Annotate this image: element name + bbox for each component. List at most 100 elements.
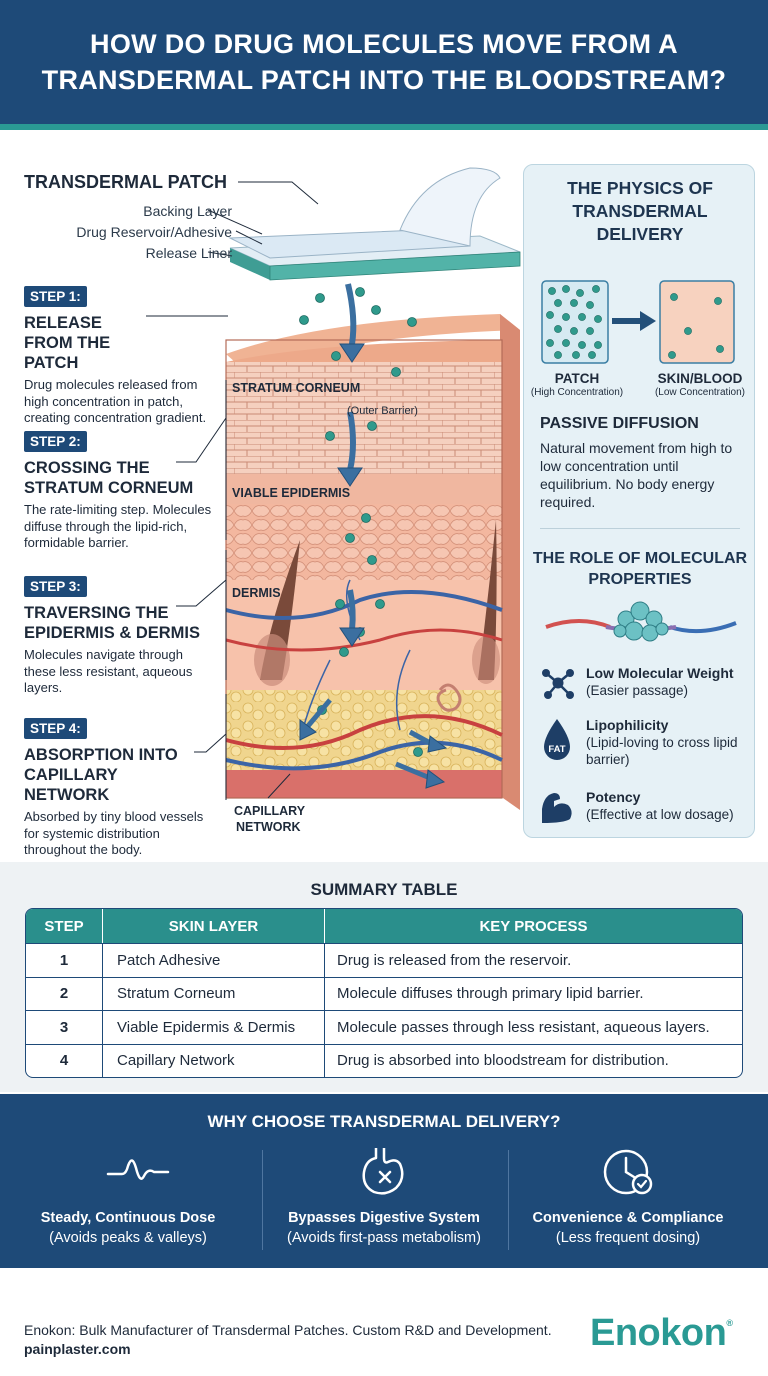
- benefit-steady-dose: Steady, Continuous Dose (Avoids peaks & …: [0, 1146, 256, 1256]
- pulse-wave-icon: [106, 1159, 170, 1180]
- cell-skin-layer: Patch Adhesive: [103, 944, 325, 977]
- benefit-title: Steady, Continuous Dose: [40, 1210, 216, 1226]
- property-potency: Potency (Effective at low dosage): [586, 789, 734, 823]
- footer-tagline: Enokon: Bulk Manufacturer of Transdermal…: [24, 1322, 552, 1338]
- benefit-divider: [508, 1150, 509, 1250]
- brand-logo: Enokon®: [590, 1312, 733, 1355]
- cell-step: 1: [26, 944, 103, 977]
- step-badge: STEP 3:: [24, 576, 87, 597]
- step-2: STEP 2: CROSSING THE STRATUM CORNEUM The…: [24, 431, 224, 552]
- label-dermis: DERMIS: [232, 586, 281, 600]
- cell-step: 4: [26, 1044, 103, 1077]
- column-header-step: STEP: [26, 909, 103, 943]
- registered-mark: ®: [726, 1318, 733, 1328]
- muscle-arm-icon: [542, 793, 572, 823]
- clock-check-icon: [603, 1149, 653, 1195]
- benefit-divider: [262, 1150, 263, 1250]
- property-name: Lipophilicity: [586, 717, 669, 733]
- leader-lines: [146, 181, 319, 800]
- cell-step: 3: [26, 1011, 103, 1044]
- summary-table: STEP SKIN LAYER KEY PROCESS 1 Patch Adhe…: [25, 908, 743, 1078]
- step-title: RELEASE FROM THE PATCH: [24, 314, 111, 372]
- molecular-properties-title: THE ROLE OF MOLECULAR PROPERTIES: [532, 550, 748, 588]
- patch-concentration-caption: PATCH (High Concentration): [526, 371, 628, 398]
- step-description: Molecules navigate through these less re…: [24, 647, 193, 695]
- passive-diffusion-text: Natural movement from high to low concen…: [540, 440, 733, 510]
- page-title: HOW DO DRUG MOLECULES MOVE FROM A TRANSD…: [41, 29, 727, 95]
- label-outer-barrier: (Outer Barrier): [347, 405, 418, 417]
- property-note: (Effective at low dosage): [586, 807, 734, 822]
- skin-concentration-caption: SKIN/BLOOD (Low Concentration): [648, 371, 752, 398]
- benefit-subtitle: (Avoids first-pass metabolism): [287, 1230, 481, 1246]
- label-capillary-2: NETWORK: [236, 820, 301, 834]
- passive-diffusion-title: PASSIVE DIFFUSION: [540, 415, 699, 432]
- cell-skin-layer: Stratum Corneum: [103, 977, 325, 1010]
- step-title: TRAVERSING THE EPIDERMIS & DERMIS: [24, 604, 201, 642]
- page-header: HOW DO DRUG MOLECULES MOVE FROM A TRANSD…: [0, 0, 768, 124]
- table-row: 1 Patch Adhesive Drug is released from t…: [26, 943, 742, 977]
- table-row: 2 Stratum Corneum Molecule diffuses thro…: [26, 976, 742, 1010]
- step-description: Drug molecules released from high concen…: [24, 377, 207, 425]
- fat-icon-label: FAT: [548, 744, 565, 755]
- physics-title: THE PHYSICS OF TRANSDERMAL DELIVERY: [567, 178, 713, 244]
- cell-skin-layer: Viable Epidermis & Dermis: [103, 1011, 325, 1044]
- step-description: The rate-limiting step. Molecules diffus…: [24, 502, 212, 550]
- cell-key-process: Molecule passes through less resistant, …: [337, 1018, 710, 1036]
- step-title: CROSSING THE STRATUM CORNEUM: [24, 459, 194, 497]
- step-description: Absorbed by tiny blood vessels for syste…: [24, 809, 204, 857]
- patch-label: PATCH: [554, 371, 600, 386]
- diffusion-arrows: [299, 283, 448, 789]
- skin-cross-section-illustration: STRATUM CORNEUM (Outer Barrier) VIABLE E…: [146, 167, 521, 834]
- benefit-bypass-digestive: Bypasses Digestive System (Avoids first-…: [256, 1146, 512, 1256]
- step-badge: STEP 4:: [24, 718, 87, 739]
- cell-step: 2: [26, 977, 103, 1010]
- concentration-diagram: [541, 280, 735, 364]
- label-stratum-corneum: STRATUM CORNEUM: [232, 381, 360, 395]
- property-low-molecular-weight: Low Molecular Weight (Easier passage): [586, 665, 734, 699]
- table-row: 4 Capillary Network Drug is absorbed int…: [26, 1043, 742, 1077]
- fat-drop-icon: FAT: [544, 719, 570, 760]
- step-title: ABSORPTION INTO CAPILLARY NETWORK: [24, 746, 178, 804]
- property-note: (Easier passage): [586, 683, 689, 698]
- step-3: STEP 3: TRAVERSING THE EPIDERMIS & DERMI…: [24, 576, 224, 697]
- table-row: 3 Viable Epidermis & Dermis Molecule pas…: [26, 1010, 742, 1044]
- panel-divider: [540, 528, 740, 529]
- column-header-key-process: KEY PROCESS: [479, 917, 588, 935]
- cell-skin-layer: Capillary Network: [103, 1044, 325, 1077]
- molecule-icon: [542, 669, 574, 699]
- label-capillary-1: CAPILLARY: [234, 804, 306, 818]
- skin-block: [225, 314, 520, 810]
- property-name: Low Molecular Weight: [586, 665, 734, 681]
- brand-name: Enokon: [590, 1312, 727, 1354]
- summary-title: SUMMARY TABLE: [310, 880, 458, 899]
- stomach-icon: [362, 1148, 404, 1195]
- column-header-skin-layer: SKIN LAYER: [103, 909, 325, 943]
- header-divider: [0, 124, 768, 130]
- skin-label: SKIN/BLOOD: [657, 371, 743, 386]
- why-choose-section: WHY CHOOSE TRANSDERMAL DELIVERY? Steady,…: [0, 1094, 768, 1268]
- step-badge: STEP 2:: [24, 431, 87, 452]
- benefit-convenience: Convenience & Compliance (Less frequent …: [500, 1146, 756, 1256]
- patch-layer-reservoir: Drug Reservoir/Adhesive: [76, 224, 232, 240]
- property-lipophilicity: Lipophilicity (Lipid-loving to cross lip…: [586, 717, 746, 768]
- molecule-chain-icon: [545, 601, 737, 642]
- transdermal-patch-graphic: [228, 167, 521, 281]
- skin-sublabel: (Low Concentration): [654, 387, 746, 398]
- label-viable-epidermis: VIABLE EPIDERMIS: [232, 486, 350, 500]
- cell-key-process: Molecule diffuses through primary lipid …: [337, 985, 644, 1003]
- benefit-subtitle: (Avoids peaks & valleys): [49, 1230, 207, 1246]
- benefit-subtitle: (Less frequent dosing): [555, 1230, 701, 1246]
- table-header-row: STEP SKIN LAYER KEY PROCESS: [26, 909, 742, 943]
- property-note: (Lipid-loving to cross lipid barrier): [586, 735, 738, 767]
- property-name: Potency: [586, 789, 641, 805]
- patch-title: TRANSDERMAL PATCH: [24, 172, 227, 192]
- footer-website-link[interactable]: painplaster.com: [24, 1341, 131, 1357]
- patch-layer-liner: Release Liner: [145, 245, 232, 261]
- patch-sublabel: (High Concentration): [530, 387, 624, 398]
- step-4: STEP 4: ABSORPTION INTO CAPILLARY NETWOR…: [24, 718, 224, 859]
- patch-layer-backing: Backing Layer: [143, 203, 232, 219]
- physics-panel: THE PHYSICS OF TRANSDERMAL DELIVERY PATC…: [523, 164, 755, 838]
- cell-key-process: Drug is absorbed into bloodstream for di…: [337, 1052, 669, 1070]
- benefit-title: Bypasses Digestive System: [288, 1210, 480, 1226]
- cell-key-process: Drug is released from the reservoir.: [337, 951, 572, 969]
